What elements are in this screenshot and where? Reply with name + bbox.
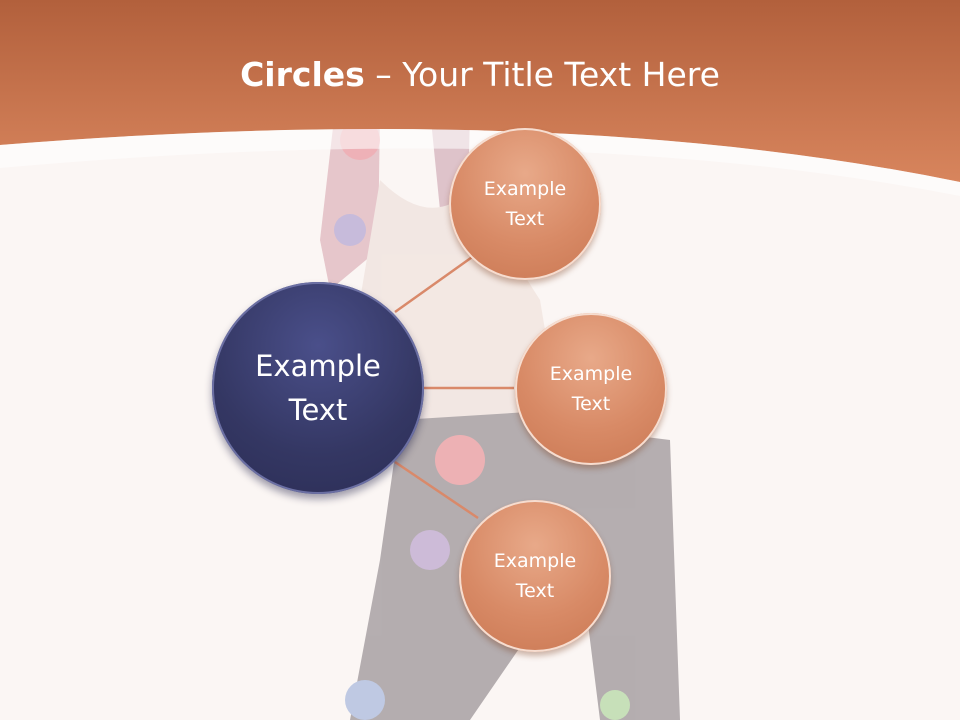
hub-line1: Example <box>255 349 381 383</box>
node-3-line1: Example <box>493 550 577 572</box>
title-rest: – Your Title Text Here <box>364 55 720 94</box>
header-swoosh <box>0 129 960 196</box>
node-circle-1[interactable]: Example Text <box>449 128 601 280</box>
header-band <box>0 0 960 182</box>
node-1-line2: Text <box>505 208 545 230</box>
hub-line2: Text <box>288 393 348 427</box>
node-circle-2[interactable]: Example Text <box>515 313 667 465</box>
connector-3 <box>394 460 479 520</box>
slide-title: Circles – Your Title Text Here <box>0 52 960 98</box>
node-3-line2: Text <box>515 580 555 602</box>
connector-1 <box>394 253 476 314</box>
title-bold: Circles <box>240 55 365 94</box>
hub-circle[interactable]: Example Text <box>212 282 424 494</box>
node-1-line1: Example <box>483 178 567 200</box>
node-2-line2: Text <box>571 393 611 415</box>
connectors <box>394 253 514 520</box>
node-circle-3[interactable]: Example Text <box>459 500 611 652</box>
node-2-line1: Example <box>549 363 633 385</box>
